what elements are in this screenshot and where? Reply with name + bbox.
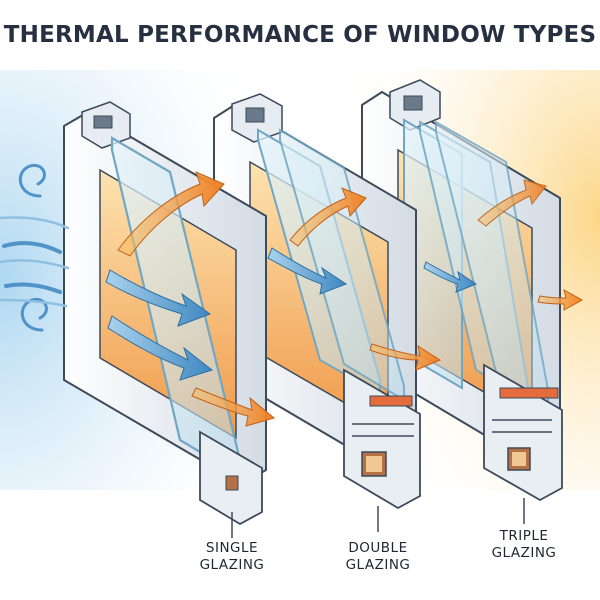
caption-line: GLAZING [345,557,411,573]
heat-loss-arrow-icon [289,187,367,247]
caption-line: GLAZING [199,557,265,573]
caption-line: SINGLE [205,540,259,556]
triple-glazing-caption: TRIPLE GLAZING [469,528,579,562]
caption-line: DOUBLE [348,540,408,556]
triple-spacer [499,387,559,399]
wind-line [0,298,68,308]
wind-swirl-icon [18,163,46,198]
cold-air-arrow-icon [423,261,478,293]
single-glazing-caption: SINGLE GLAZING [177,540,287,574]
cold-air-arrow-icon [267,247,348,295]
caption-line: TRIPLE [499,528,549,544]
cold-air-arrow-icon [2,241,62,254]
cold-air-arrow-icon [4,282,62,294]
heat-loss-arrow-icon [537,289,584,311]
heat-loss-arrow-icon [117,171,225,257]
heat-flow-arrows [117,171,584,427]
double-glazing-caption: DOUBLE GLAZING [323,540,433,574]
caption-leaders [231,498,525,538]
caption-line: GLAZING [491,545,557,561]
heat-loss-arrow-icon [191,387,276,427]
wind-line [0,259,70,270]
cold-air-arrow-icon [107,315,214,381]
cold-flow-arrows [105,247,478,381]
diagram-title: THERMAL PERFORMANCE OF WINDOW TYPES [3,22,597,48]
cold-air-arrow-icon [105,269,212,327]
heat-loss-arrow-icon [477,179,547,227]
cold-wind-group [0,163,70,332]
double-spacer [369,395,413,407]
wind-line [0,216,70,230]
double-glazing-window [213,93,421,510]
heat-loss-arrow-icon [369,343,442,371]
